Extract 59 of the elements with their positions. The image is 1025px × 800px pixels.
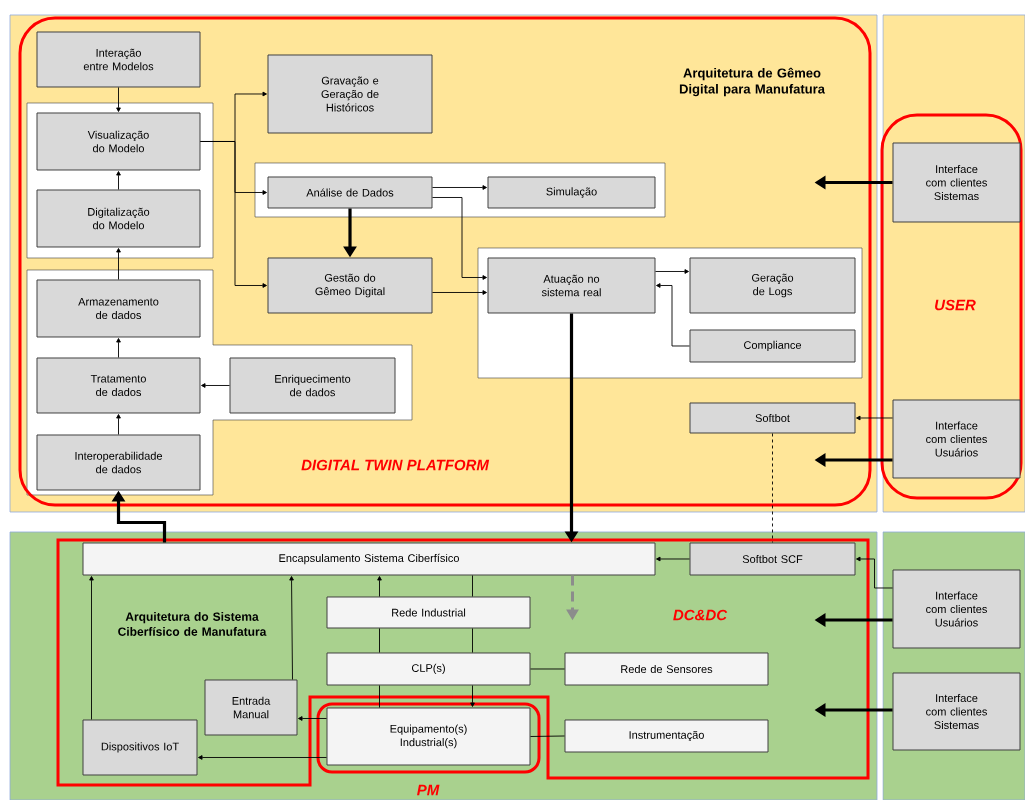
arrow <box>432 290 487 295</box>
process-box: Compliance <box>689 329 856 363</box>
process-box: Interface com clientes Sistemas <box>892 672 1021 751</box>
arrow <box>200 141 267 288</box>
process-box: Interação entre Modelos <box>36 31 201 88</box>
arrow <box>116 248 121 280</box>
process-box: Rede Industrial <box>326 596 531 629</box>
arrow <box>432 197 487 280</box>
arrow <box>470 685 475 707</box>
process-box: Armazenamento de dados <box>36 279 201 338</box>
process-box: Gravação e Geração de Históricos <box>267 54 433 134</box>
process-box: Simulação <box>487 176 656 209</box>
arrow <box>116 87 121 112</box>
arrow <box>656 283 690 347</box>
process-box: Interface com clientes Usuários <box>892 399 1021 479</box>
process-box: Enriquecimento de dados <box>229 357 396 414</box>
node-label: PM <box>417 784 440 796</box>
process-box: Visualização do Modelo <box>36 112 201 171</box>
arrow <box>856 556 893 589</box>
connector-line <box>472 628 473 653</box>
process-box: Encapsulamento Sistema Ciberfísico <box>82 542 656 576</box>
process-box: Tratamento de dados <box>36 357 201 414</box>
arrow <box>116 338 121 358</box>
process-box: Interface com clientes Usuários <box>892 569 1021 649</box>
connector-line <box>379 628 380 653</box>
arrow <box>198 755 327 760</box>
process-box: Dispositivos IoT <box>82 719 198 776</box>
arrow <box>655 269 689 274</box>
process-box: Entrada Manual <box>204 679 298 736</box>
panel-heading: Arquitetura de Gêmeo Digital para Manufatura <box>679 67 826 97</box>
process-box: Atuação no sistema real <box>487 257 656 314</box>
process-box: Interoperabilidade de dados <box>36 434 201 491</box>
arrow <box>116 171 121 190</box>
process-box: Softbot <box>689 402 856 434</box>
connector-line <box>530 668 565 670</box>
process-box: CLP(s) <box>326 652 531 686</box>
connector-line <box>530 735 565 737</box>
connector-line <box>379 685 380 708</box>
process-box: Digitalização do Modelo <box>36 189 201 248</box>
arrow <box>298 716 327 721</box>
panel-heading: Arquitetura do Sistema Ciberfísico de Manufatura <box>118 612 267 636</box>
process-box: Interface com clientes Sistemas <box>892 142 1021 223</box>
process-box: Softbot SCF <box>689 542 856 576</box>
process-box: Gestão do Gêmeo Digital <box>267 257 433 314</box>
arrow <box>432 185 487 190</box>
process-box: Análise de Dados <box>267 176 433 209</box>
process-box: Rede de Sensores <box>564 652 769 686</box>
arrow <box>89 576 94 720</box>
arrow <box>377 576 382 597</box>
arrow <box>656 556 690 562</box>
process-box: Equipamento(s) Industrial(s) <box>326 707 531 766</box>
process-box: Geração de Logs <box>689 257 856 314</box>
process-box: Instrumentação <box>564 719 769 753</box>
arrow <box>201 383 230 388</box>
arrow <box>116 414 121 435</box>
arrow <box>856 415 893 421</box>
arrow <box>289 576 294 680</box>
connector-line <box>472 575 473 597</box>
connector-line <box>772 433 773 543</box>
